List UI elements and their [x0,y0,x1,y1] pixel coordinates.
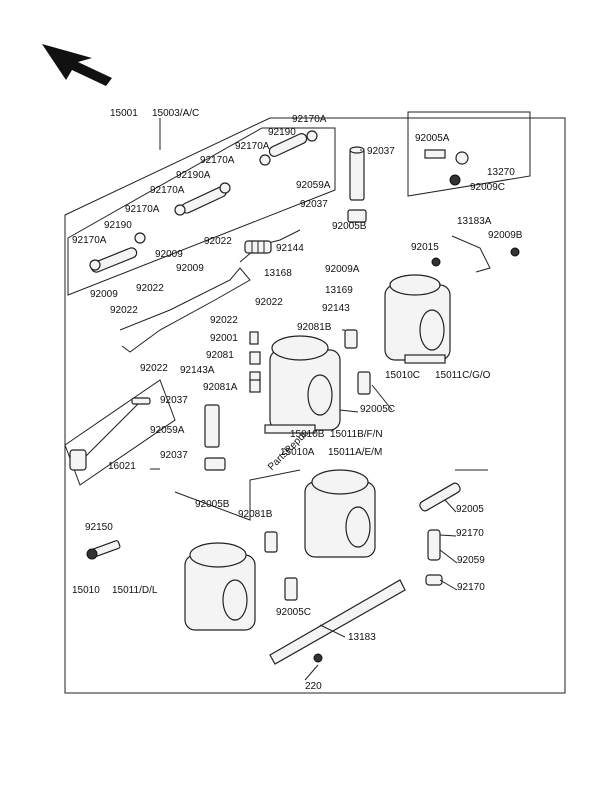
screw-92150 [86,540,121,560]
washer-92015 [431,257,441,267]
fuel-pipe-upper [347,146,367,223]
label-92009b: 92009B [488,230,523,241]
outer-frame [64,117,566,694]
label-92037: 92037 [367,146,395,157]
label-92170a: 92170A [292,114,327,125]
label-15010a: 15010A [280,447,315,458]
label-92009c: 92009C [470,182,505,193]
label-13169: 13169 [325,285,353,296]
label-92009a: 92009A [325,264,360,275]
label-15011c: 15011C/G/O [435,370,491,381]
label-92170: 92170 [456,528,484,539]
label-92081b: 92081B [297,322,332,333]
label-92022: 92022 [204,236,232,247]
label-92015: 92015 [411,242,439,253]
label-92022: 92022 [140,363,168,374]
label-92170a: 92170A [125,204,160,215]
label-15011b: 15011B/F/N [330,429,383,440]
spring-92144 [244,240,272,254]
carburetor-15010 [184,542,256,631]
label-92143a: 92143A [180,365,215,376]
bracket-13183a [451,235,491,273]
label-92081: 92081 [206,350,234,361]
label-92037: 92037 [160,450,188,461]
throttle-link-bracket [119,267,251,353]
screw-92009b [510,247,520,257]
label-13168: 13168 [264,268,292,279]
label-13183: 13183 [348,632,376,643]
carburetor-15010b [264,335,341,434]
label-92022: 92022 [110,305,138,316]
label-92005c: 92005C [276,607,311,618]
label-16021: 16021 [108,461,136,472]
center-small-parts [204,329,371,601]
label-92081a: 92081A [203,382,238,393]
leader-lines [150,118,458,681]
label-92170a: 92170A [150,185,185,196]
label-92001: 92001 [210,333,238,344]
screw-220 [313,653,323,663]
label-15010c: 15010C [385,370,420,381]
label-92022: 92022 [255,297,283,308]
label-92037: 92037 [160,395,188,406]
label-92143: 92143 [322,303,350,314]
label-15011a: 15011A/E/M [328,447,382,458]
label-92022: 92022 [210,315,238,326]
label-15011: 15011/D/L [112,585,158,596]
throttle-cable-16021 [69,397,151,471]
label-92005b: 92005B [195,499,230,510]
label-92005b: 92005B [332,221,367,232]
carburetor-15010c [384,274,451,364]
label-92190a: 92190A [176,170,211,181]
label-92059a: 92059A [150,425,185,436]
label-13183a: 13183A [457,216,492,227]
hose-set [89,130,318,273]
label-92005: 92005 [456,504,484,515]
label-13270: 13270 [487,167,515,178]
front-direction-arrow-icon [42,44,112,86]
label-92190: 92190 [268,127,296,138]
label-92190: 92190 [104,220,132,231]
label-92037: 92037 [300,199,328,210]
label-92059a: 92059A [296,180,331,191]
label-92009: 92009 [90,289,118,300]
inset-fittings [424,149,469,186]
label-15010b: 15010B [290,429,325,440]
label-92144: 92144 [276,243,304,254]
label-15010: 15010 [72,585,100,596]
label-92009: 92009 [155,249,183,260]
label-92150: 92150 [85,522,113,533]
label-92170: 92170 [457,582,485,593]
label-92170a: 92170A [72,235,107,246]
label-92059: 92059 [457,555,485,566]
hose-kit-box [67,127,336,296]
fuel-pipe-box [174,469,301,521]
label-92009: 92009 [176,263,204,274]
label-92170a: 92170A [235,141,270,152]
right-fittings [419,482,461,586]
part-labels: 15001 15003/A/C 92170A 92190 92170A 9217… [72,108,523,692]
label-92081b: 92081B [238,509,273,520]
label-92005c: 92005C [360,404,395,415]
label-92005a: 92005A [415,133,450,144]
throttle-cable-box [64,379,176,486]
label-15001: 15001 [110,108,138,119]
label-92022: 92022 [136,283,164,294]
label-92170a: 92170A [200,155,235,166]
label-15003: 15003/A/C [152,108,199,119]
carburetor-15010a [304,469,376,558]
rail-13183 [269,579,406,665]
label-220: 220 [305,681,322,692]
inset-box-top-right [407,111,531,197]
